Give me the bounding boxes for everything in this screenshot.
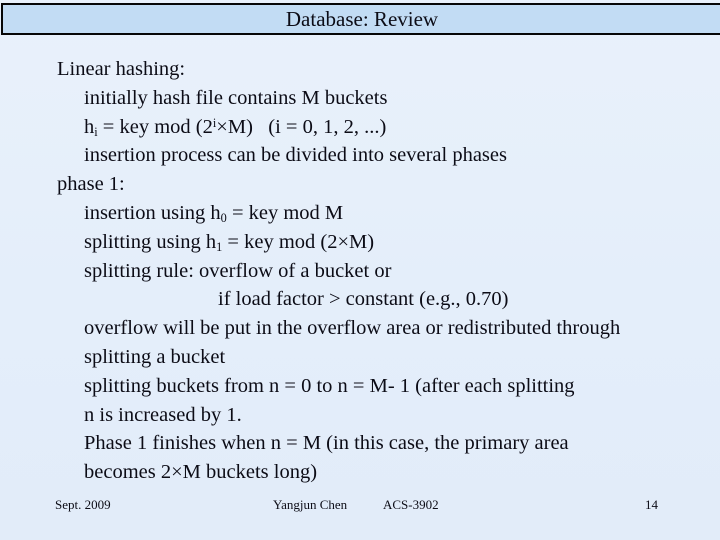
body-line: splitting using h1 = key mod (2×M) bbox=[57, 228, 718, 257]
footer-course: ACS-3902 bbox=[383, 497, 439, 512]
line-text: h bbox=[84, 115, 95, 138]
line-text: Phase 1 finishes when n = M (in this cas… bbox=[84, 432, 569, 455]
line-text: initially hash file contains M buckets bbox=[84, 86, 388, 109]
body-line: phase 1: bbox=[57, 170, 718, 199]
line-text: = key mod (2 bbox=[97, 115, 213, 138]
line-text: splitting using h bbox=[84, 230, 217, 253]
footer-date: Sept. 2009 bbox=[55, 497, 111, 512]
body-text: Linear hashing: initially hash file conta… bbox=[57, 55, 718, 487]
body-line: becomes 2×M buckets long) bbox=[57, 458, 718, 487]
line-text: splitting buckets from n = 0 to n = M- 1… bbox=[84, 374, 575, 397]
line-text: ×M) (i = 0, 1, 2, ...) bbox=[216, 115, 387, 138]
body-line: overflow will be put in the overflow are… bbox=[57, 314, 718, 343]
line-text: = key mod (2×M) bbox=[222, 230, 375, 253]
body-line: splitting buckets from n = 0 to n = M- 1… bbox=[57, 372, 718, 401]
sup-text: i bbox=[212, 115, 217, 130]
sub-text: i bbox=[94, 124, 98, 139]
body-line: initially hash file contains M buckets bbox=[57, 84, 718, 113]
line-text: insertion process can be divided into se… bbox=[84, 144, 507, 167]
line-text: insertion using h bbox=[84, 201, 221, 224]
footer: Sept. 2009 Yangjun Chen ACS-3902 14 bbox=[0, 496, 720, 514]
footer-author: Yangjun Chen bbox=[273, 497, 348, 512]
body-line: n is increased by 1. bbox=[57, 401, 718, 430]
slide-title: Database: Review bbox=[285, 7, 439, 31]
line-text: n is increased by 1. bbox=[84, 403, 242, 426]
body-line: Phase 1 finishes when n = M (in this cas… bbox=[57, 429, 718, 458]
body-line: Linear hashing: bbox=[57, 55, 718, 84]
footer-page-number: 14 bbox=[645, 497, 658, 512]
line-text: = key mod M bbox=[226, 201, 344, 224]
body-line: if load factor > constant (e.g., 0.70) bbox=[57, 285, 718, 314]
line-text: overflow will be put in the overflow are… bbox=[84, 317, 621, 340]
body-line: insertion using h0 = key mod M bbox=[57, 199, 718, 228]
line-text: phase 1: bbox=[57, 173, 125, 196]
body-line: hi = key mod (2i×M) (i = 0, 1, 2, ...) bbox=[57, 113, 718, 142]
line-text: becomes 2×M buckets long) bbox=[84, 461, 318, 484]
line-text: splitting rule: overflow of a bucket or bbox=[84, 259, 392, 282]
line-text: splitting a bucket bbox=[84, 345, 226, 368]
title-bar: Database: Review bbox=[1, 3, 720, 35]
line-text: Linear hashing: bbox=[57, 58, 186, 80]
sub-text: 0 bbox=[220, 211, 227, 226]
body-line: splitting a bucket bbox=[57, 343, 718, 372]
body-line: insertion process can be divided into se… bbox=[57, 141, 718, 170]
body-line: splitting rule: overflow of a bucket or bbox=[57, 257, 718, 286]
sub-text: 1 bbox=[216, 239, 223, 254]
line-text: if load factor > constant (e.g., 0.70) bbox=[218, 288, 509, 311]
